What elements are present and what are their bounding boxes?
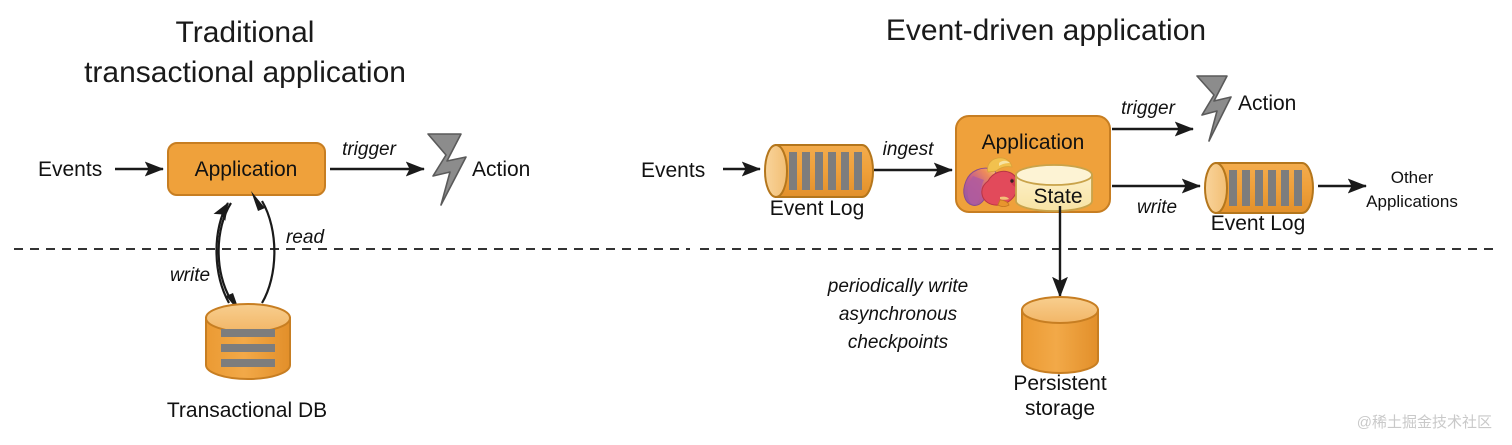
input-event-log-label: Event Log <box>770 197 865 220</box>
output-event-log-label: Event Log <box>1211 212 1306 235</box>
right-events-label: Events <box>641 159 705 182</box>
left-read-label: read <box>286 227 325 248</box>
left-action-label: Action <box>472 158 530 181</box>
left-title-line1: Traditional <box>176 16 315 49</box>
persistent-storage-line2: storage <box>1025 397 1095 420</box>
flink-squirrel-icon <box>963 157 1019 207</box>
state-cylinder[interactable] <box>1015 164 1093 212</box>
persistent-storage-line1: Persistent <box>1013 372 1107 395</box>
ingest-label: ingest <box>883 139 934 160</box>
left-trigger-label: trigger <box>342 139 397 160</box>
left-write-curve-arrow <box>213 202 230 304</box>
left-events-label: Events <box>38 158 102 181</box>
right-action-label: Action <box>1238 92 1296 115</box>
right-trigger-label: trigger <box>1121 98 1176 119</box>
other-apps-line1: Other <box>1391 168 1434 187</box>
left-application-label: Application <box>195 158 298 181</box>
right-panel: Event-driven application Events Event Lo… <box>641 14 1500 420</box>
watermark: @稀土掘金技术社区 <box>1357 414 1492 431</box>
right-write-label: write <box>1137 197 1177 218</box>
checkpoint-line2: asynchronous <box>839 304 958 325</box>
left-write-curve <box>217 202 232 301</box>
right-title: Event-driven application <box>886 14 1206 47</box>
persistent-storage-cylinder[interactable] <box>1021 296 1099 374</box>
transactional-db-label: Transactional DB <box>167 399 327 422</box>
left-write-label: write <box>170 265 210 286</box>
left-application-box[interactable] <box>167 142 326 196</box>
input-event-log-cylinder[interactable] <box>764 144 874 198</box>
left-read-curve <box>261 200 276 304</box>
right-application-label: Application <box>982 131 1085 154</box>
state-label: State <box>1033 185 1082 208</box>
left-title-line2: transactional application <box>84 56 406 89</box>
other-apps-line2: Applications <box>1366 192 1458 211</box>
right-action-bolt-icon <box>1196 75 1232 142</box>
transactional-db-cylinder[interactable] <box>205 303 291 380</box>
output-event-log-cylinder[interactable] <box>1204 162 1314 214</box>
left-action-bolt-icon <box>427 133 467 206</box>
checkpoint-line3: checkpoints <box>848 332 949 353</box>
left-read-arrowhead <box>251 191 265 211</box>
left-panel: Traditional transactional application Ev… <box>14 16 690 422</box>
checkpoint-line1: periodically write <box>827 276 968 297</box>
